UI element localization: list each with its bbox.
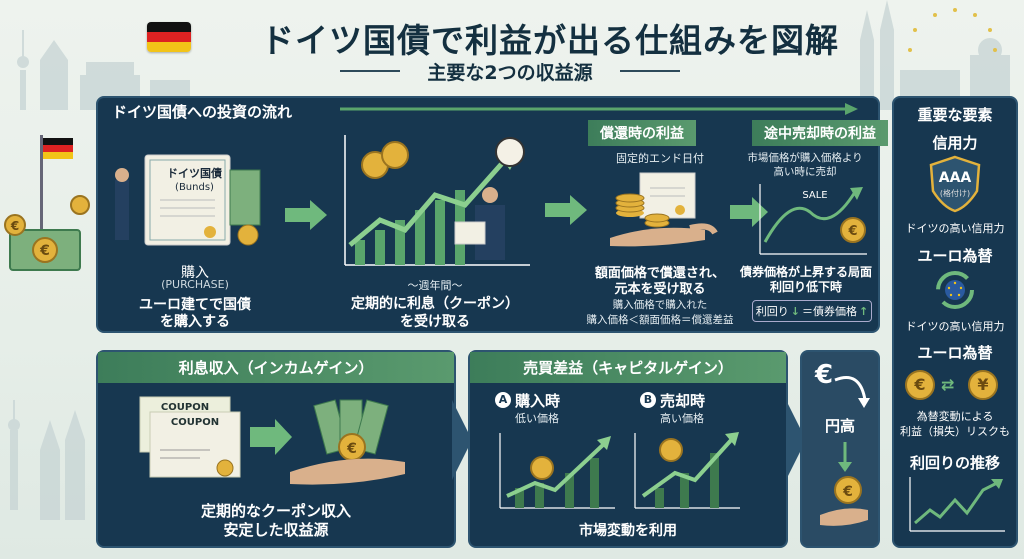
redemption-desc-2: 元本を受け取る [614,282,706,297]
step2-axis-label: 〜週年間〜 [407,279,463,292]
step1-desc-2: を購入する [160,314,230,330]
marker-a: A [495,392,511,408]
sale-desc-1: 債券価格が上昇する局面 [739,265,872,279]
german-flag-icon [147,22,191,52]
marker-b: B [640,392,656,408]
euro-coin-icon: € [905,370,935,400]
sale-chart: € [759,184,867,255]
subtitle-divider-right [620,70,680,72]
credit-desc: ドイツの高い信用力 [905,222,1005,235]
sale-sub-1: 市場価格が購入価格より [747,152,863,164]
coupon-label-2: COUPON [170,417,220,428]
purchase-illustration [115,154,261,246]
svg-text:€: € [847,224,857,239]
flow-header: ドイツ国債への投資の流れ [112,103,293,121]
cycle-arrows-icon [936,271,974,309]
page-title: ドイツ国債で利益が出る仕組みを図解 [261,21,839,60]
step1-desc-1: ユーロ建てで国債 [139,297,251,313]
rating-sub: (格付け) [939,189,971,198]
capital-gain-chart [499,432,740,509]
yield-trend-title: 利回りの推移 [909,454,1000,472]
svg-text:€: € [346,441,357,457]
svg-text:€: € [842,484,853,500]
sell-label: 売却時 [660,392,706,410]
fx-coin-hand-icon: € [820,442,868,526]
capital-header: 売買差益（キャピタルゲイン） [470,352,786,383]
coupon-illustration: € [139,396,405,485]
bond-doc-sub: (Bunds) [175,182,214,193]
svg-text:€: € [39,243,50,259]
flow-arrow [340,103,858,115]
buy-label: 購入時 [515,392,561,410]
fx-risk-1: 為替変動による [916,410,994,423]
income-desc-1: 定期的なクーポン収入 [200,502,351,520]
price-up-icon: ↑ [859,304,869,318]
redemption-illustration [610,172,718,247]
sale-tag: SALE [802,190,828,201]
rating-value: AAA [938,170,972,186]
yen-coin-icon: ¥ [968,370,998,400]
flow-arrow-3 [730,197,768,227]
chevron-right-icon [452,400,472,480]
chevron-right-icon-2 [786,400,806,480]
flow-arrow-2 [545,195,587,225]
fx-risk-2: 利益（損失）リスクも [900,425,1010,438]
capital-footer: 市場変動を利用 [579,523,677,539]
step1-label: 購入 [181,265,209,281]
fx-curve-arrow-icon [834,376,870,408]
redemption-note-2: 購入価格＜額面価格＝償還差益 [586,314,734,326]
buy-sub: 低い価格 [515,412,559,425]
yield-label: 利回り [755,305,789,318]
step2-desc-2: を受け取る [400,314,470,330]
sell-sub: 高い価格 [660,412,704,425]
coupon-label-1: COUPON [160,402,210,413]
exchange-arrows-icon: ⇄ [941,375,955,394]
redemption-sub: 固定的エンド日付 [616,152,704,165]
euro-desc: ドイツの高い信用力 [905,320,1005,333]
step2-desc-1: 定期的に利息（クーポン） [351,296,519,312]
yield-trend-chart [909,477,1005,532]
redemption-desc-1: 額面価格で償還され、 [594,266,726,281]
fx-label: 円高 [824,417,855,435]
price-label: ＝債券価格 [802,305,857,318]
flow-arrow-1 [285,200,327,230]
yield-relation: 利回り ↓ ＝債券価格 ↑ [752,300,872,322]
sale-desc-2: 利回り低下時 [769,280,842,294]
svg-text:€: € [10,219,19,233]
coupon-growth-chart [344,135,530,266]
cash-flag-illustration: € € [4,135,90,271]
subtitle-divider-left [340,70,400,72]
capital-panel [468,350,788,548]
income-header: 利息収入（インカムゲイン） [98,352,454,383]
page-subtitle: 主要な2つの収益源 [427,62,593,84]
euro-title: ユーロ為替 [917,247,993,265]
fx-euro-symbol: € [815,360,834,390]
shield-icon [929,155,981,213]
step1-label-en: (PURCHASE) [161,278,229,291]
redemption-note-1: 購入価格で購入れた [612,299,708,311]
bond-doc-title: ドイツ国債 [167,167,222,180]
credit-title: 信用力 [932,134,978,152]
sidebar-header: 重要な要素 [917,106,993,124]
sale-sub-2: 高い時に売却 [773,166,837,178]
sale-header: 途中売却時の利益 [752,120,888,146]
yield-down-icon: ↓ [790,304,800,318]
redemption-header: 償還時の利益 [588,120,696,146]
euro-title-2: ユーロ為替 [917,344,993,362]
income-desc-2: 安定した収益源 [223,521,329,539]
